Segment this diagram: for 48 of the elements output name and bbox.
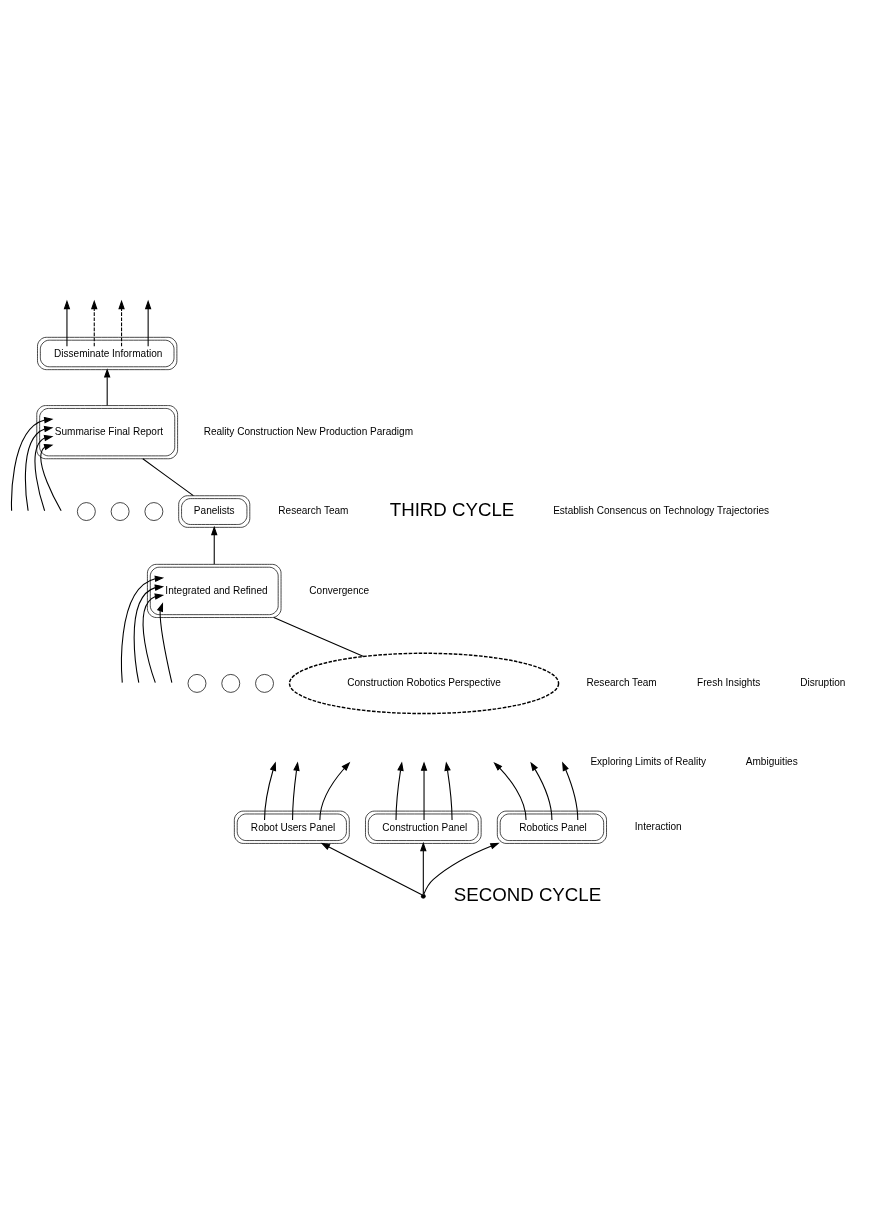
arrow <box>118 299 125 347</box>
label: Research Team <box>278 504 349 516</box>
arrow <box>210 525 218 565</box>
arrow <box>133 583 165 683</box>
arrow <box>530 761 553 821</box>
label: Fresh Insights <box>697 676 761 688</box>
arrow <box>90 299 98 347</box>
node-circle <box>187 673 207 693</box>
label: THIRD CYCLE <box>389 498 515 520</box>
arrow <box>562 761 579 821</box>
arrow <box>292 760 300 821</box>
arrow <box>319 761 351 821</box>
label: Interaction <box>634 820 682 832</box>
arrow <box>395 760 404 821</box>
arrow <box>11 416 54 511</box>
label: Research Team <box>586 676 657 688</box>
arrow <box>156 601 173 683</box>
node-circle <box>221 673 241 693</box>
arrow <box>320 842 423 895</box>
label: Reality Construction New Production Paradigm <box>203 425 414 437</box>
label: Ambiguities <box>745 755 798 767</box>
arrow <box>144 299 152 347</box>
connector <box>142 457 194 496</box>
node-ellipse: Construction Robotics Perspective <box>288 652 560 714</box>
arrow <box>420 760 428 821</box>
arrow <box>24 425 54 511</box>
arrow <box>444 760 453 821</box>
node-circle <box>110 501 130 521</box>
node-circle <box>255 673 274 693</box>
label: Disruption <box>800 676 846 688</box>
arrow <box>423 842 500 895</box>
node-circle <box>144 501 164 521</box>
arrow <box>493 761 527 821</box>
arrow <box>40 443 62 511</box>
node-point <box>420 893 426 899</box>
label: SECOND CYCLE <box>453 883 602 905</box>
arrow <box>63 299 71 347</box>
arrow <box>264 761 277 821</box>
arrow <box>420 841 427 895</box>
arrow <box>142 592 165 683</box>
arrow <box>103 367 111 406</box>
connector <box>273 616 365 657</box>
label: Convergence <box>309 584 370 596</box>
arrow <box>34 434 54 511</box>
arrow <box>121 575 165 683</box>
node-circle <box>77 501 96 521</box>
label: Exploring Limits of Reality <box>590 755 706 767</box>
label: Establish Consencus on Technology Trajectories <box>553 504 770 516</box>
